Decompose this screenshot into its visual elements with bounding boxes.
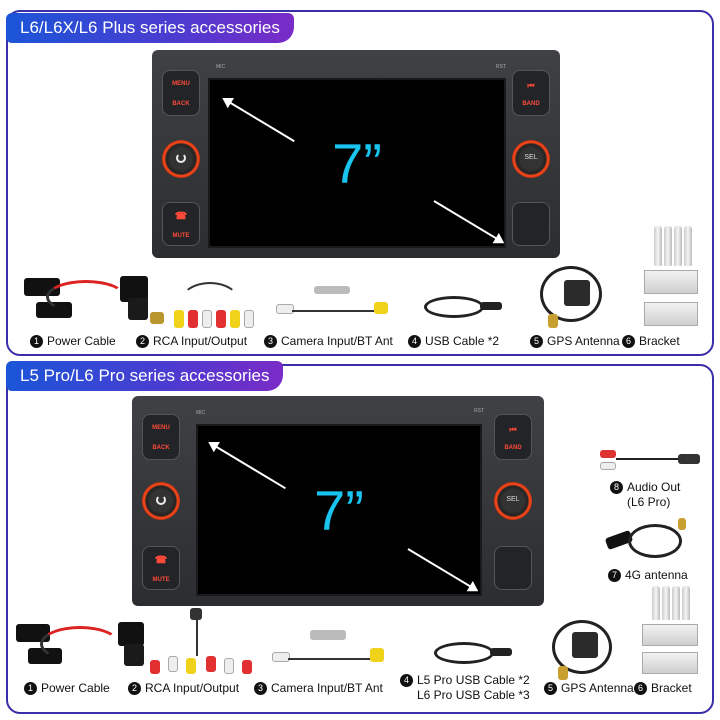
rca-cable-image bbox=[150, 282, 258, 334]
power-cable-image bbox=[16, 270, 148, 330]
display-screen: 7” bbox=[196, 424, 482, 596]
diagonal-arrow-down-right bbox=[407, 548, 478, 592]
power-volume-knob[interactable] bbox=[162, 140, 200, 178]
skip-icon: ⏮ bbox=[509, 425, 517, 434]
mute-button[interactable]: ☎ MUTE bbox=[142, 546, 180, 590]
4g-antenna-image bbox=[600, 518, 700, 564]
usb-cable-image bbox=[420, 292, 502, 322]
bracket-image bbox=[638, 226, 702, 334]
band-button[interactable]: ⏮ BAND bbox=[494, 414, 532, 460]
usb-cable-image bbox=[430, 638, 514, 668]
right-blank-button[interactable] bbox=[512, 202, 550, 246]
bracket-image bbox=[636, 586, 702, 678]
camera-bt-cable-image bbox=[272, 630, 390, 674]
display-screen: 7” bbox=[208, 78, 506, 248]
gps-antenna-image bbox=[552, 620, 628, 682]
skip-icon: ⏮ bbox=[527, 81, 535, 90]
power-icon bbox=[156, 495, 166, 505]
power-volume-knob[interactable] bbox=[142, 482, 180, 520]
audio-out-cable-image bbox=[598, 446, 704, 474]
top-section-title: L6/L6X/L6 Plus series accessories bbox=[6, 13, 294, 43]
mute-button[interactable]: ☎ MUTE bbox=[162, 202, 200, 246]
select-knob[interactable]: SEL bbox=[494, 482, 532, 520]
right-blank-button[interactable] bbox=[494, 546, 532, 590]
camera-bt-cable-image bbox=[276, 286, 394, 326]
rca-cable-image bbox=[150, 608, 256, 676]
head-unit-bottom: MENU BACK ☎ MUTE MIC RST 7” ⏮ BAND SEL bbox=[132, 396, 544, 606]
power-cable-image bbox=[10, 614, 146, 676]
band-button[interactable]: ⏮ BAND bbox=[512, 70, 550, 116]
head-unit-top: MENU BACK ☎ MUTE MIC RST 7” ⏮ BAND SEL bbox=[152, 50, 560, 258]
screen-size-label: 7” bbox=[332, 131, 382, 195]
gps-antenna-image bbox=[540, 266, 620, 332]
menu-back-button[interactable]: MENU BACK bbox=[142, 414, 180, 460]
phone-icon: ☎ bbox=[174, 211, 188, 222]
bottom-section-title: L5 Pro/L6 Pro series accessories bbox=[6, 361, 284, 391]
diagonal-arrow-down-right bbox=[433, 200, 504, 244]
screen-size-label: 7” bbox=[314, 478, 364, 542]
bottom-accessories-panel bbox=[6, 364, 714, 714]
power-icon bbox=[176, 153, 186, 163]
top-accessories-panel bbox=[6, 10, 714, 356]
menu-back-button[interactable]: MENU BACK bbox=[162, 70, 200, 116]
phone-icon: ☎ bbox=[154, 555, 168, 566]
select-knob[interactable]: SEL bbox=[512, 140, 550, 178]
